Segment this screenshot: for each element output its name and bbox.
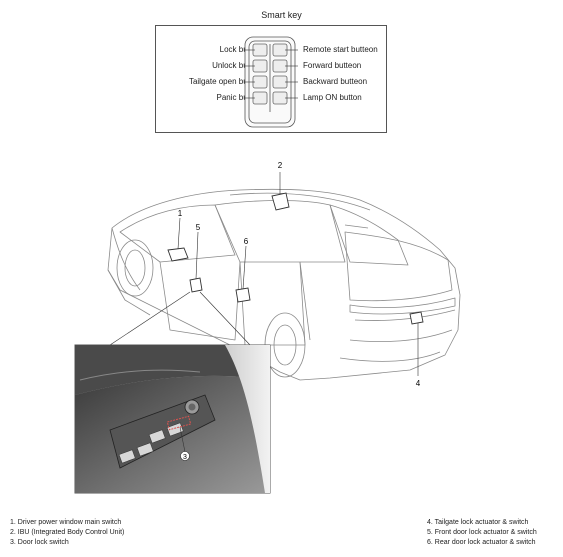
callout-3: 3 <box>183 454 187 461</box>
legend-item-6: 6. Rear door lock actuator & switch <box>427 538 537 548</box>
callout-5: 5 <box>196 223 201 232</box>
callout-6: 6 <box>244 237 249 246</box>
callout-2: 2 <box>278 161 283 170</box>
smart-key-fob <box>244 37 298 127</box>
legend-right: 4. Tailgate lock actuator & switch 5. Fr… <box>427 518 537 548</box>
legend-item-2: 2. IBU (Integrated Body Control Unit) <box>10 528 124 538</box>
door-switch-inset <box>75 345 270 493</box>
callout-4: 4 <box>416 379 421 388</box>
legend-item-3: 3. Door lock switch <box>10 538 124 548</box>
legend-left: 1. Driver power window main switch 2. IB… <box>10 518 124 548</box>
components <box>168 193 423 324</box>
legend-item-4: 4. Tailgate lock actuator & switch <box>427 518 537 528</box>
legend-item-1: 1. Driver power window main switch <box>10 518 124 528</box>
legend-item-5: 5. Front door lock actuator & switch <box>427 528 537 538</box>
callout-1: 1 <box>178 209 183 218</box>
